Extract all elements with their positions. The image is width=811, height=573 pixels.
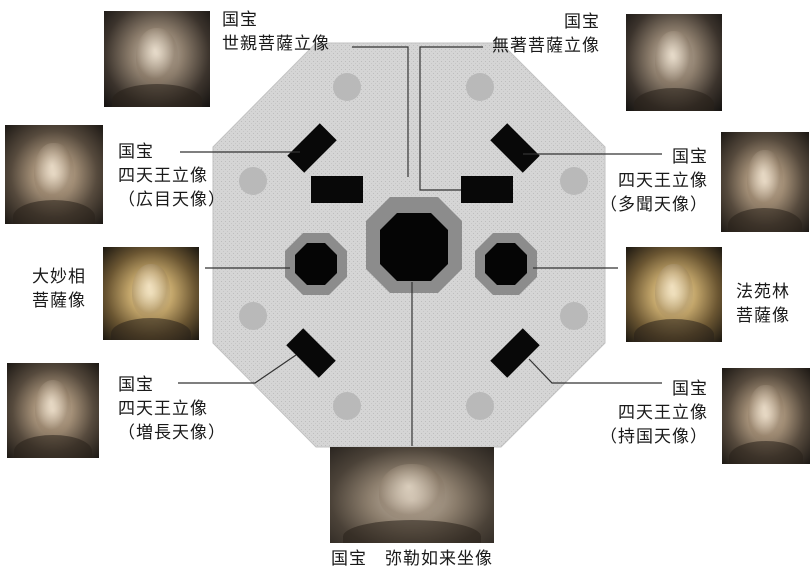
label-muchaku: 国宝 無著菩薩立像 [492,10,600,58]
label-line: 国宝 弥勒如来坐像 [331,549,493,569]
label-line: 法苑林 [736,282,790,302]
pillar-circle [333,392,361,420]
label-line: 国宝 [118,142,154,162]
photo-muchaku-bodhisattva [626,14,722,111]
pillar-circle [560,167,588,195]
photo-komokuten [5,125,103,224]
pedestal-right-core [485,243,527,285]
pedestal-left-core [295,243,337,285]
photo-daimyoso-bodhisattva [103,247,199,340]
label-daimyoso: 大妙相 菩薩像 [32,265,86,313]
base-seshin [311,176,363,203]
label-zocho: 国宝 四天王立像 （増長天像） [118,373,226,445]
label-line: （増長天像） [118,423,226,443]
base-tamon [490,123,540,173]
label-line: 四天王立像 [618,171,708,191]
leader-line-zocho [178,354,297,384]
pillar-circle [333,73,361,101]
photo-jikokuten [722,368,810,464]
pedestal-center-core [380,213,448,281]
label-line: 菩薩像 [736,306,790,326]
label-tamon: 国宝 四天王立像 （多聞天像） [600,145,708,217]
photo-seshin-bodhisattva [104,11,210,107]
pillars [239,73,588,420]
photo-miroku-buddha [330,447,494,543]
label-line: 国宝 [222,10,258,30]
photo-zochoten [7,363,99,458]
leader-line-muchaku [419,46,483,191]
pillar-circle [239,167,267,195]
leader-line-seshin [352,46,409,177]
label-line: 国宝 [672,147,708,167]
leader-lines [178,46,662,446]
label-line: 無著菩薩立像 [492,36,600,56]
label-line: 国宝 [564,12,600,32]
leader-line-jikoku [528,358,662,384]
label-line: 四天王立像 [118,166,208,186]
label-miroku: 国宝 弥勒如来坐像 [306,547,518,571]
photo-tamonten [721,132,809,232]
base-muchaku [461,176,513,203]
base-komoku [287,123,337,173]
label-komoku: 国宝 四天王立像 （広目天像） [118,140,226,212]
label-line: 国宝 [672,379,708,399]
photo-hoonrin-bodhisattva [626,247,722,342]
label-hoonrin: 法苑林 菩薩像 [736,280,790,328]
label-line: 大妙相 [32,267,86,287]
label-line: （持国天像） [600,427,708,447]
pillar-circle [466,392,494,420]
label-line: （多聞天像） [600,195,708,215]
base-jikoku [490,328,540,378]
label-seshin: 国宝 世親菩薩立像 [222,8,330,56]
label-line: 国宝 [118,375,154,395]
label-line: 四天王立像 [118,399,208,419]
label-line: （広目天像） [118,190,226,210]
label-line: 菩薩像 [32,291,86,311]
pillar-circle [560,302,588,330]
statue-bases [286,123,540,378]
label-line: 四天王立像 [618,403,708,423]
pedestals [285,197,537,295]
label-jikoku: 国宝 四天王立像 （持国天像） [600,377,708,449]
pillar-circle [239,302,267,330]
base-zocho [286,328,336,378]
label-line: 世親菩薩立像 [222,34,330,54]
pillar-circle [466,73,494,101]
